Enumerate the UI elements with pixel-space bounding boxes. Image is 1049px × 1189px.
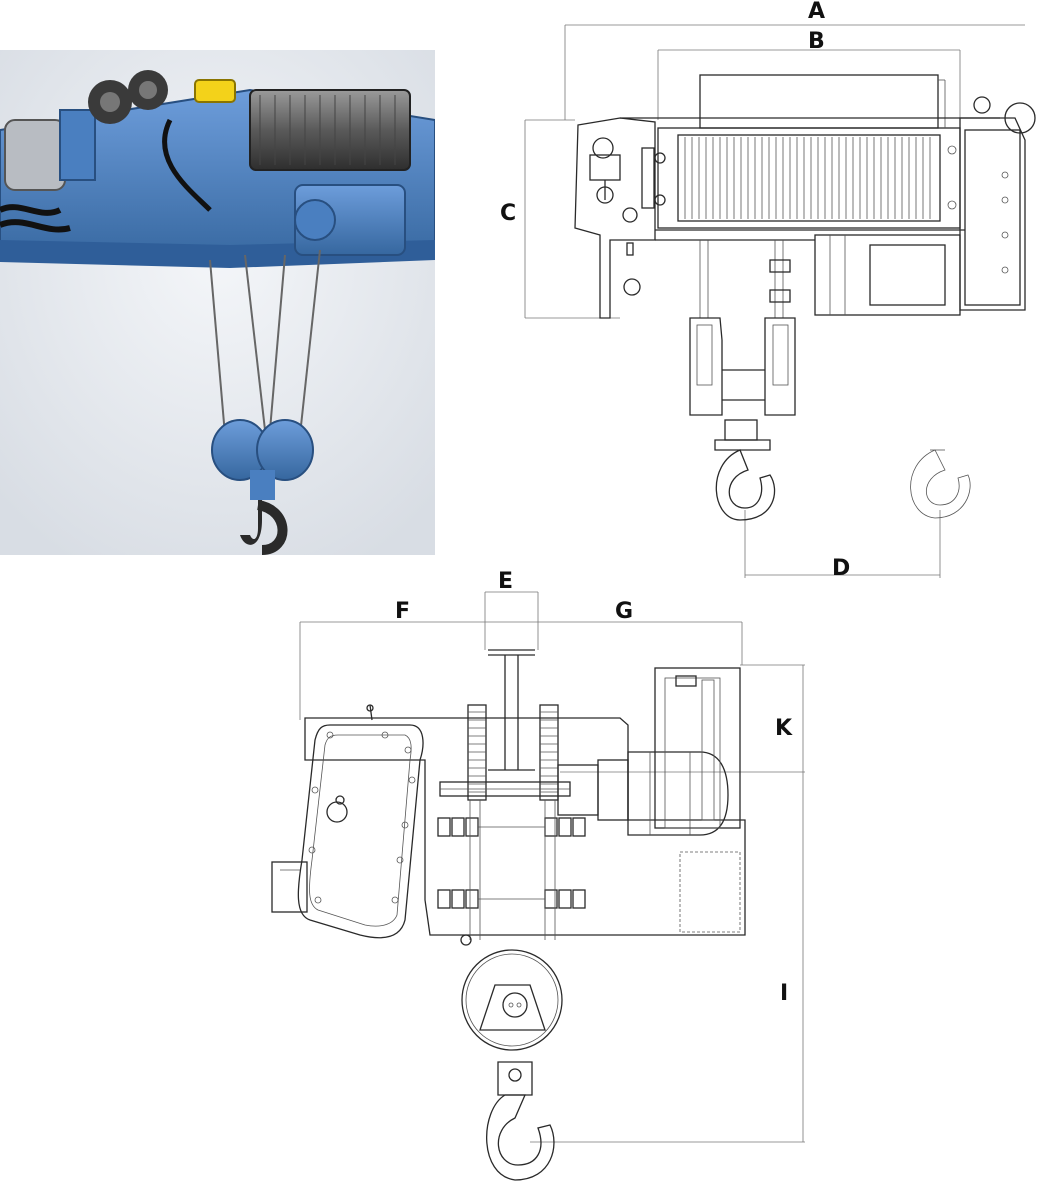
label-a: A — [808, 0, 826, 24]
label-e: E — [498, 569, 514, 594]
label-c: C — [500, 201, 517, 226]
front-view: A B C D — [500, 0, 1036, 581]
label-f: F — [395, 599, 411, 624]
hoist-photo — [0, 50, 435, 555]
label-d: D — [832, 556, 851, 581]
label-b: B — [808, 29, 826, 54]
side-view: E F G K I — [271, 569, 805, 1181]
label-g: G — [615, 599, 634, 624]
label-k: K — [775, 716, 793, 741]
label-i: I — [780, 981, 789, 1006]
